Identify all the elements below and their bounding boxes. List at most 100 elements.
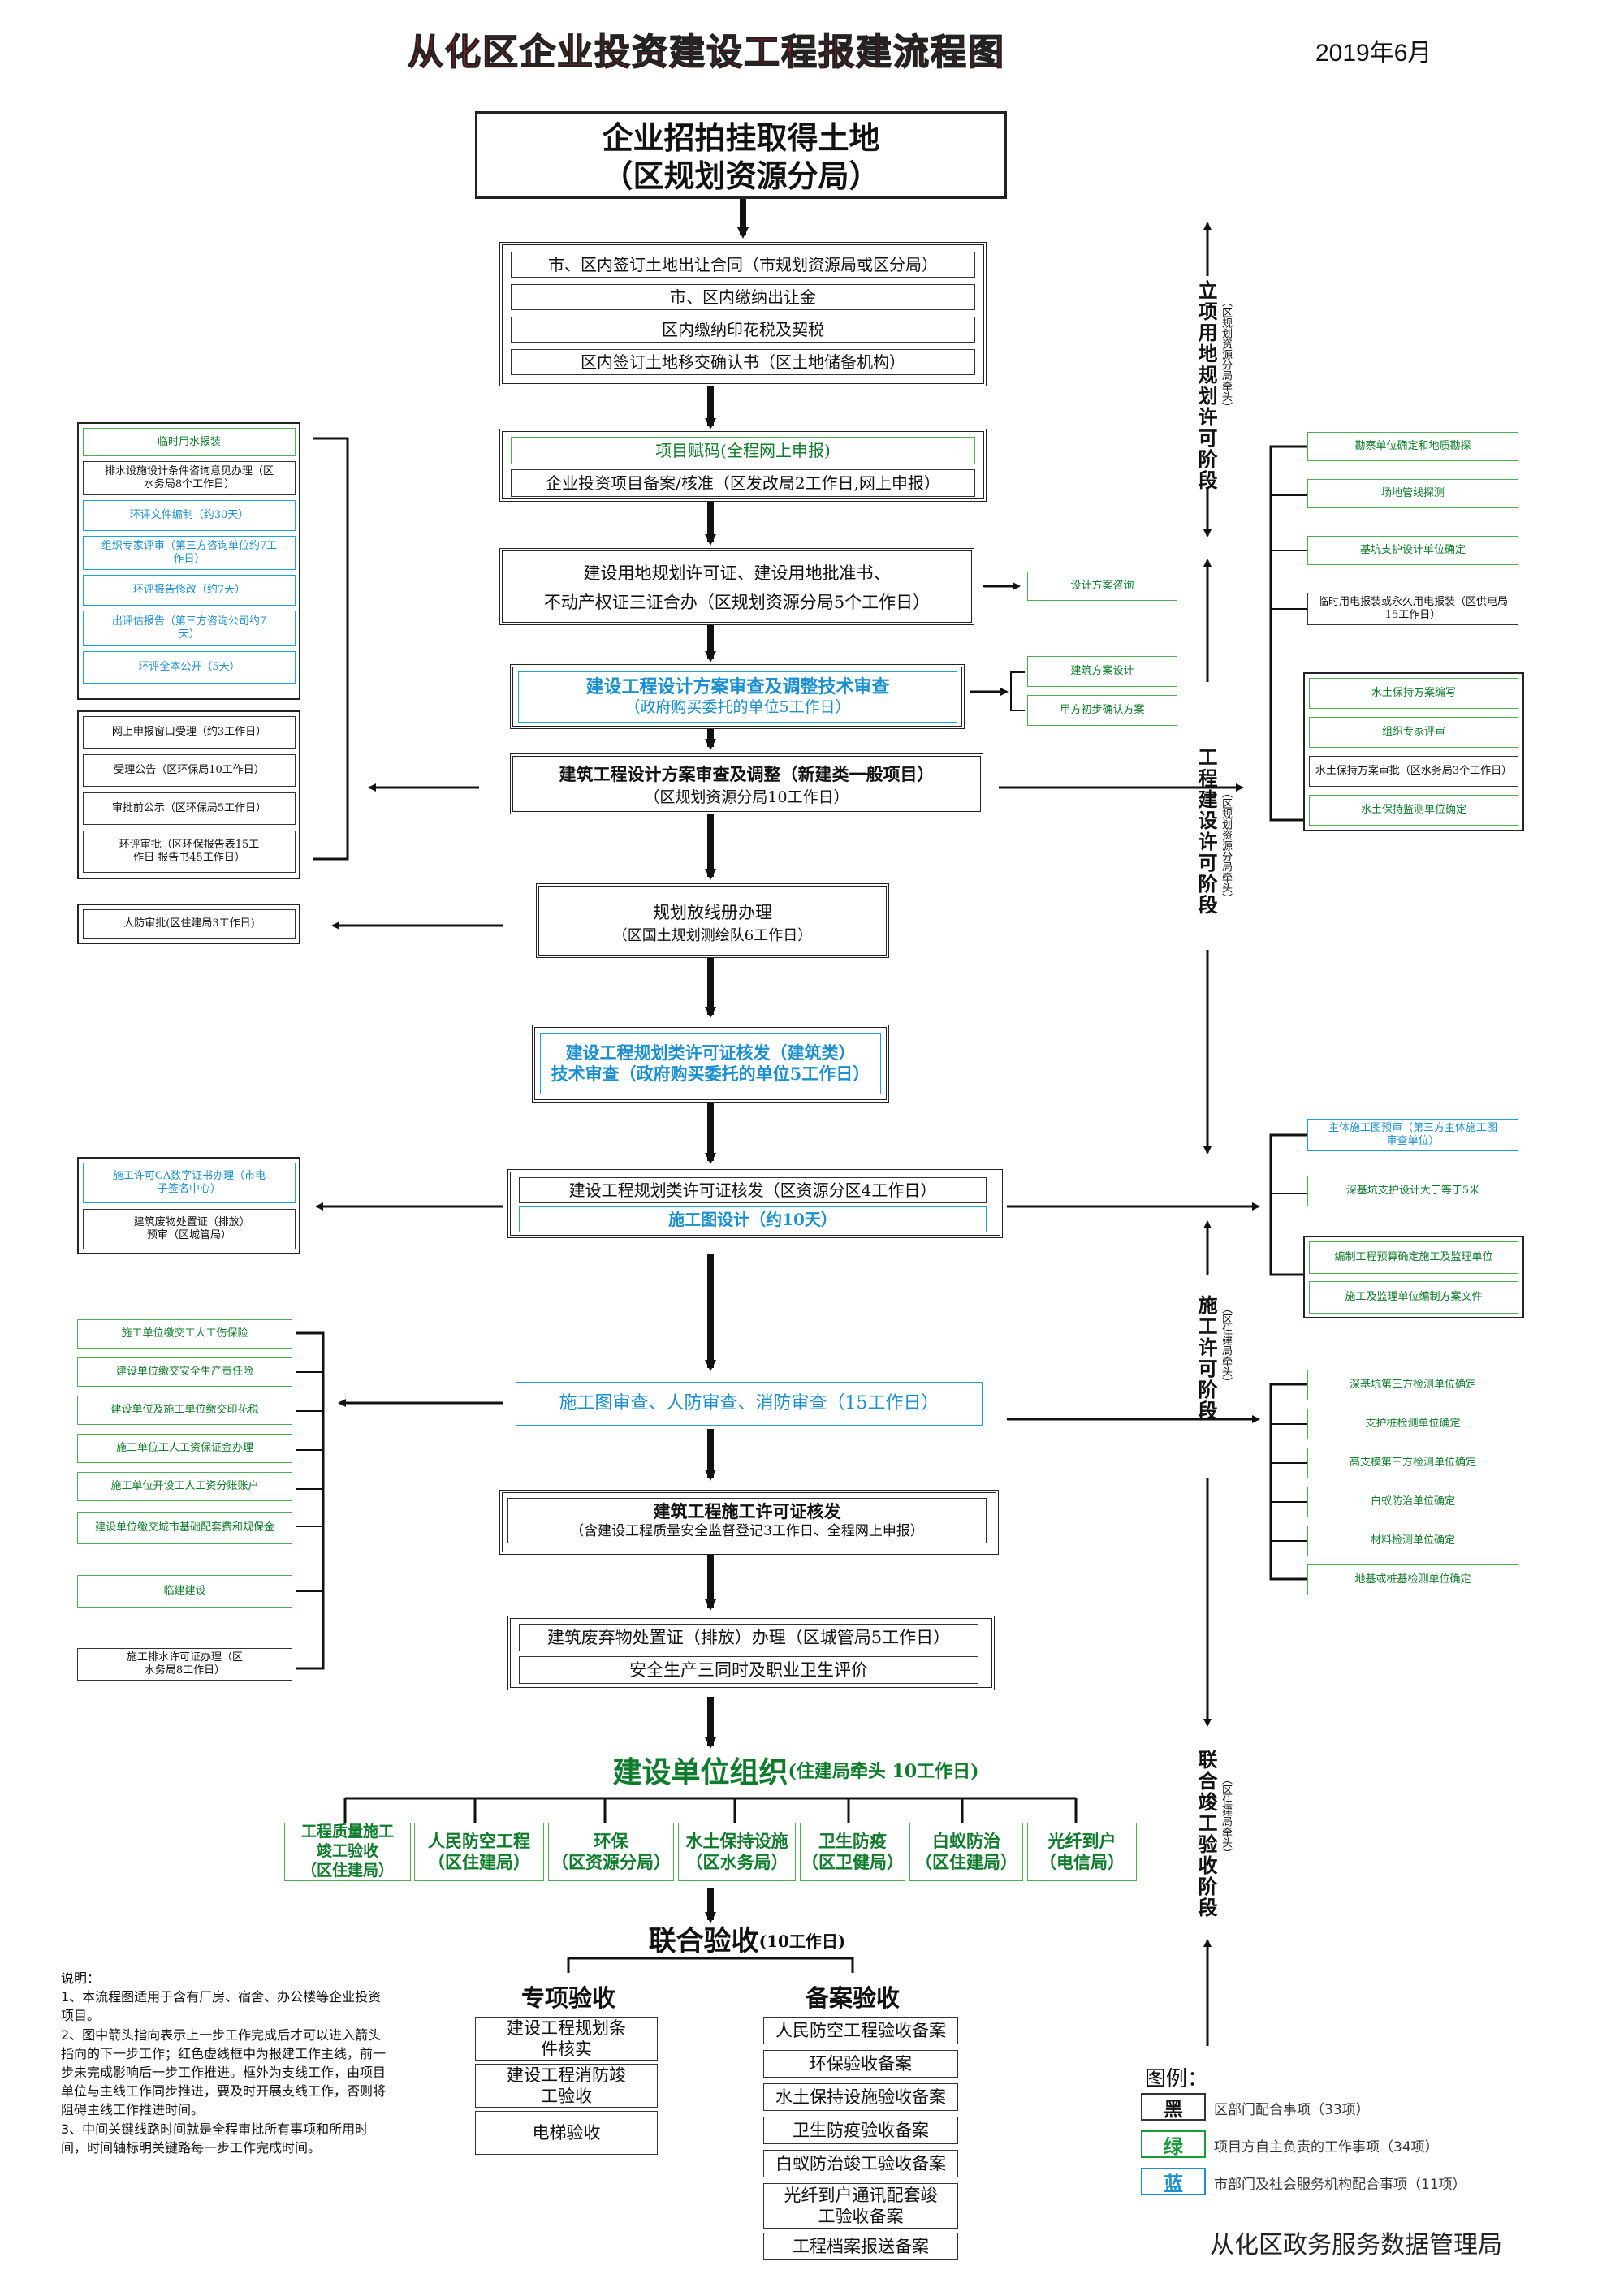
layout-survey-box: 规划放线册办理 （区国土规划测绘队6工作日） xyxy=(536,883,889,958)
org-sub: (住建局牵头 10工作日) xyxy=(788,1761,979,1783)
org-item-civil-defense-l1: 人民防空工程 xyxy=(428,1830,530,1851)
test-item-pile: 支护桩检测单位确定 xyxy=(1307,1409,1518,1439)
special-item-fire: 建设工程消防竣工验收 xyxy=(475,2064,658,2108)
env-item-revise: 环评报告修改（约7天） xyxy=(83,575,296,606)
land-step-fee: 市、区内缴纳出让金 xyxy=(511,284,975,310)
design-tech-review-line1: 建设工程设计方案审查及调整技术审查 xyxy=(585,675,890,697)
project-code-box: 项目赋码(全程网上申报) xyxy=(511,437,975,464)
notes-item-2: 2、图中箭头指向表示上一步工作完成后才可以进入箭头指向的下一步工作；红色虚线框中… xyxy=(61,2026,387,2118)
constr-item-safety: 建设单位缴交安全生产责任险 xyxy=(77,1357,292,1387)
env-group: 临时用水报装 排水设施设计条件咨询意见办理（区水务局8个工作日） 环评文件编制（… xyxy=(77,422,300,700)
construction-drawing-box: 施工图设计（约10天） xyxy=(519,1206,987,1232)
design-consult-box: 设计方案咨询 xyxy=(1027,572,1177,601)
constr-item-injury: 施工单位缴交工人工伤保险 xyxy=(77,1319,292,1349)
joint-sub: (10工作日) xyxy=(758,1931,846,1951)
design-tech-review-line2: （政府购买委托的单位5工作日） xyxy=(624,698,851,717)
layout-survey-line2: （区国土规划测绘队6工作日） xyxy=(612,926,813,944)
land-step-tax: 区内缴纳印花税及契税 xyxy=(511,317,975,343)
org-item-health-l1: 卫生防疫 xyxy=(818,1830,887,1851)
legend-key-black: 黑 xyxy=(1141,2093,1206,2121)
filing-item-termite: 白蚁防治竣工验收备案 xyxy=(763,2150,958,2177)
land-steps-group: 市、区内签订土地出让合同（市规划资源局或区分局） 市、区内缴纳出让金 区内缴纳印… xyxy=(499,242,987,386)
stage-lead-construction: （区规划资源分局牵头） xyxy=(1220,788,1232,904)
date-label: 2019年6月 xyxy=(1315,40,1432,67)
page-title: 从化区企业投资建设工程报建流程图 xyxy=(407,31,1005,74)
org-item-env: 环保 （区资源分局） xyxy=(548,1823,674,1881)
three-cert-line1: 建设用地规划许可证、建设用地批准书、 xyxy=(583,563,891,583)
special-item-planning: 建设工程规划条件核实 xyxy=(475,2017,658,2061)
legend-text-green: 项目方自主负责的工作事项（34项） xyxy=(1214,2139,1439,2156)
design-review-line1: 建筑工程设计方案审查及调整（新建类一般项目） xyxy=(559,763,935,784)
budget-item-plan: 施工及监理单位编制方案文件 xyxy=(1309,1281,1518,1314)
safety-eval-box: 安全生产三同时及职业卫生评价 xyxy=(519,1656,978,1684)
env-review-approval: 环评审批（区环保报告表15工作日 报告书45工作日） xyxy=(83,831,296,873)
org-item-termite: 白蚁防治 （区住建局） xyxy=(909,1823,1023,1881)
legend-key-green: 绿 xyxy=(1141,2130,1206,2158)
soil-group: 水土保持方案编写 组织专家评审 水土保持方案审批（区水务局3个工作日） 水土保持… xyxy=(1303,672,1524,831)
filing-item-archive: 工程档案报送备案 xyxy=(763,2233,958,2260)
org-item-termite-l2: （区住建局） xyxy=(915,1852,1017,1872)
structure-item-pre-review: 主体施工图预审（第三方主体施工图审查单位） xyxy=(1307,1119,1518,1151)
notes-item-3: 3、中间关键线路时间就是全程审批所有事项和所用时间，时间轴标明关键路每一步工作完… xyxy=(61,2121,369,2156)
filing-item-civil: 人民防空工程验收备案 xyxy=(763,2017,958,2044)
org-item-fiber-l2: （电信局） xyxy=(1039,1852,1125,1872)
legend-title: 图例： xyxy=(1145,2067,1209,2091)
civil-defense-group: 人防审批(区住建局3工作日) xyxy=(77,904,300,944)
filing-item-env: 环保验收备案 xyxy=(763,2050,958,2078)
test-item-foundation: 地基或桩基检测单位确定 xyxy=(1307,1564,1518,1595)
structure-item-pit: 深基坑支护设计大于等于5米 xyxy=(1307,1176,1518,1206)
env-review-group: 网上申报窗口受理（约3工作日） 受理公告（区环保局10工作日） 审批前公示（区环… xyxy=(77,710,300,879)
waste-safety-group: 建筑废弃物处置证（排放）办理（区城管局5工作日） 安全生产三同时及职业卫生评价 xyxy=(508,1616,995,1690)
constr-item-stamp: 建设单位及施工单位缴交印花税 xyxy=(77,1396,292,1425)
permit-tech-line2: 技术审查（政府购买委托的单位5工作日） xyxy=(551,1064,870,1084)
survey-item-geology: 勘察单位确定和地质勘探 xyxy=(1307,432,1518,461)
budget-item-select: 编制工程预算确定施工及监理单位 xyxy=(1309,1241,1518,1274)
design-option-scheme: 建筑方案设计 xyxy=(1027,656,1177,687)
env-item-eia-doc: 环评文件编制（约30天） xyxy=(83,500,296,531)
design-review-line2: （区规划资源分局10工作日） xyxy=(644,788,849,807)
waste-cert-box: 建筑废弃物处置证（排放）办理（区城管局5工作日） xyxy=(519,1624,978,1651)
org-main: 建设单位组织 xyxy=(612,1754,788,1789)
notes-block: 说明： 1、本流程图适用于含有厂房、宿舍、办公楼等企业投资项目。 2、图中箭头指… xyxy=(61,1969,386,2157)
permit-tech-inner: 建设工程规划类许可证核发（建筑类） 技术审查（政府购买委托的单位5工作日） xyxy=(540,1033,881,1094)
construction-permit-line1: 建筑工程施工许可证核发 xyxy=(653,1501,841,1522)
org-item-quality: 工程质量施工 竣工验收 （区住建局） xyxy=(284,1823,411,1881)
env-review-notice: 受理公告（区环保局10工作日） xyxy=(83,754,296,787)
design-tech-review-box: 建设工程设计方案审查及调整技术审查 （政府购买委托的单位5工作日） xyxy=(510,664,965,729)
stage-lead-planning: （区规划资源分局牵头） xyxy=(1220,296,1232,412)
test-item-termite: 白蚁防治单位确定 xyxy=(1307,1487,1518,1517)
org-title: 建设单位组织 (住建局牵头 10工作日) xyxy=(568,1752,1023,1793)
org-item-env-l2: （区资源分局） xyxy=(551,1852,671,1872)
construction-permit-inner: 建筑工程施工许可证核发 （含建设工程质量安全监督登记3工作日、全程网上申报） xyxy=(508,1498,987,1543)
project-code-group: 项目赋码(全程网上申报) 企业投资项目备案/核准（区发改局2工作日,网上申报） xyxy=(499,429,987,502)
survey-item-pit-design: 基坑支护设计单位确定 xyxy=(1307,536,1518,565)
design-review-box: 建筑工程设计方案审查及调整（新建类一般项目） （区规划资源分局10工作日） xyxy=(510,753,983,814)
stage-lead-permit: （区住建局牵头） xyxy=(1220,1303,1232,1388)
permit-tech-line1: 建设工程规划类许可证核发（建筑类） xyxy=(565,1042,856,1063)
test-item-material: 材料检测单位确定 xyxy=(1307,1526,1518,1556)
filing-item-soil: 水土保持设施验收备案 xyxy=(763,2083,958,2111)
start-line1: 企业招拍挂取得土地 xyxy=(602,119,880,157)
soil-item-plan: 水土保持方案编写 xyxy=(1309,678,1518,709)
filing-item-fiber: 光纤到户通讯配套竣工验收备案 xyxy=(763,2183,958,2229)
construction-permit-box: 建筑工程施工许可证核发 （含建设工程质量安全监督登记3工作日、全程网上申报） xyxy=(499,1490,999,1555)
org-item-fiber-l1: 光纤到户 xyxy=(1047,1830,1116,1851)
survey-item-pipeline: 场地管线探测 xyxy=(1307,479,1518,508)
start-line2: （区规划资源分局） xyxy=(602,158,880,195)
layout-survey-line1: 规划放线册办理 xyxy=(653,902,772,922)
project-record-box: 企业投资项目备案/核准（区发改局2工作日,网上申报） xyxy=(511,469,975,497)
org-item-soil-l1: 水土保持设施 xyxy=(685,1830,788,1851)
env-review-publicity: 审批前公示（区环保局5工作日） xyxy=(83,792,296,825)
env-item-expert: 组织专家评审（第三方咨询单位约7工作日） xyxy=(83,536,296,570)
permit-issue-group: 建设工程规划类许可证核发（区资源分区4工作日） 施工图设计（约10天） xyxy=(508,1169,1003,1238)
env-item-publish: 环评全本公开（5天） xyxy=(83,651,296,684)
org-item-civil-defense-l2: （区住建局） xyxy=(428,1852,530,1872)
org-item-health-l2: （区卫健局） xyxy=(801,1852,904,1872)
env-item-report: 出评估报告（第三方咨询公司约7天） xyxy=(83,611,296,646)
stage-label-construction: 工程建设许可阶段 xyxy=(1194,747,1218,916)
org-item-quality-l3: （区住建局） xyxy=(300,1861,394,1880)
filing-title: 备案验收 xyxy=(805,1983,900,2012)
ca-group: 施工许可CA数字证书办理（市电子签名中心） 建筑废物处置证（排放）预审（区城管局… xyxy=(77,1157,300,1254)
test-item-formwork: 高支模第三方检测单位确定 xyxy=(1307,1448,1518,1478)
stage-label-acceptance: 联合竣工验收阶段 xyxy=(1194,1750,1218,1918)
